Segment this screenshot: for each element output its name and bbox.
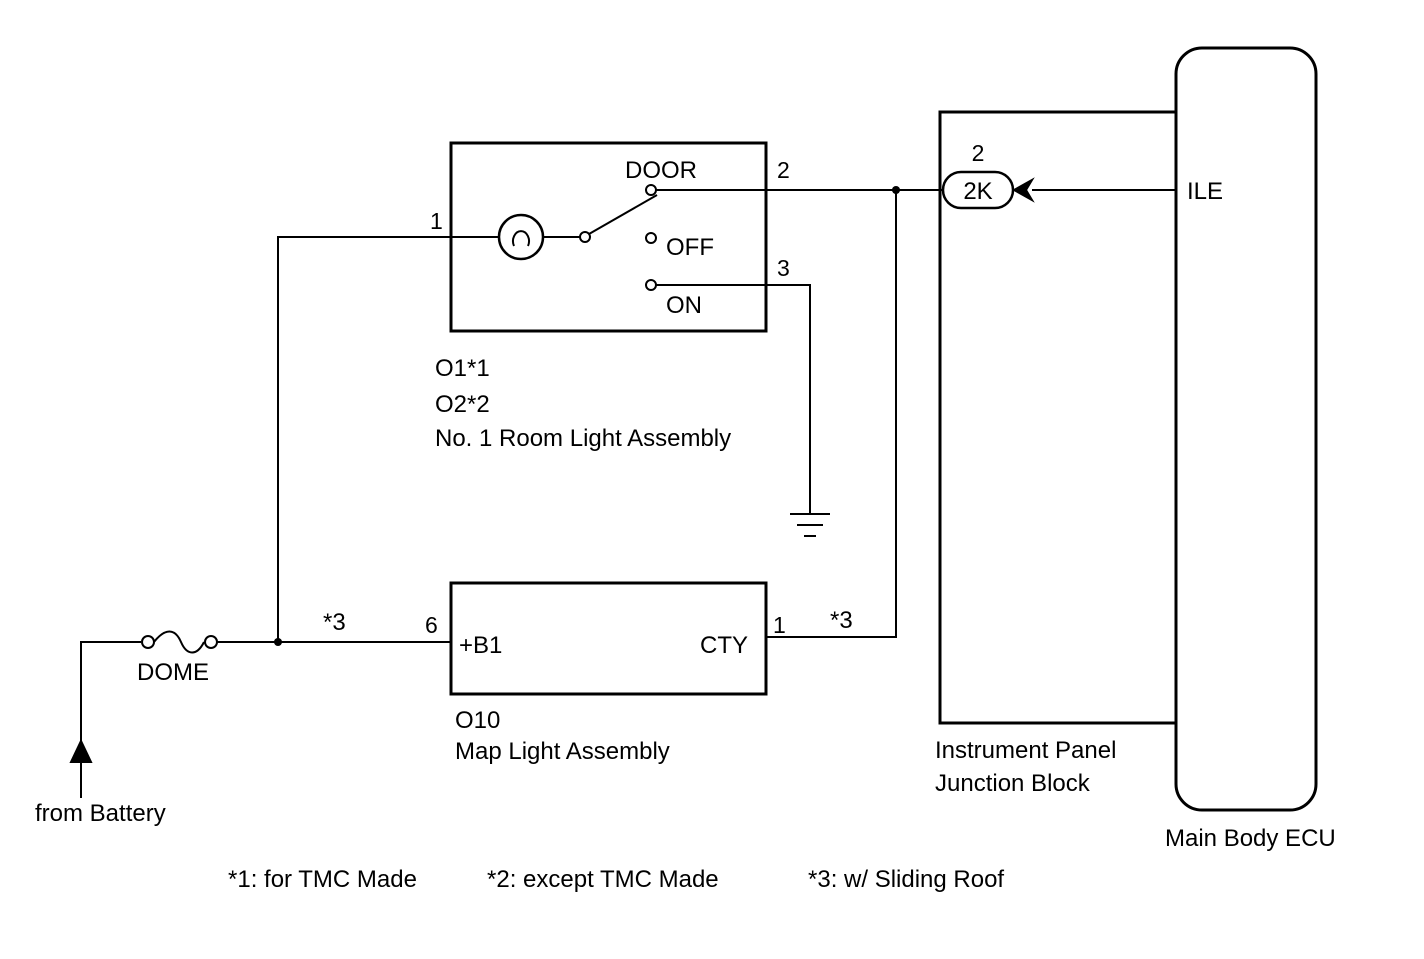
connector-2k-label: 2K <box>963 178 992 205</box>
fuse-contact-right <box>204 635 218 649</box>
ecu-terminal-ile: ILE <box>1187 178 1223 205</box>
fuse-dome-label: DOME <box>137 659 209 686</box>
map-light-code: O10 <box>455 707 500 734</box>
switch-off-contact <box>645 232 657 244</box>
main-body-ecu-box <box>1174 46 1318 812</box>
map-light-name: Map Light Assembly <box>455 738 670 765</box>
wire-note-left: *3 <box>323 609 346 636</box>
lamp-filament-icon <box>512 230 530 247</box>
ecu-name: Main Body ECU <box>1165 825 1336 852</box>
map-light-terminal-b1: +B1 <box>459 632 502 659</box>
footnote-1: *1: for TMC Made <box>228 866 417 893</box>
footnote-2: *2: except TMC Made <box>487 866 719 893</box>
ground-icon <box>790 513 830 537</box>
connector-2k-pin: 2 <box>972 140 985 166</box>
room-light-name: No. 1 Room Light Assembly <box>435 425 731 452</box>
map-light-box <box>449 581 768 696</box>
switch-blade-icon <box>588 194 658 235</box>
wire-on-to-ground <box>656 284 811 513</box>
room-light-pin-2: 2 <box>777 157 790 183</box>
wire-battery-feed <box>80 641 141 750</box>
wire-cty-to-door <box>766 190 897 638</box>
fuse-contact-left <box>141 635 155 649</box>
switch-off-label: OFF <box>666 234 714 261</box>
source-label: from Battery <box>35 800 166 827</box>
switch-door-label: DOOR <box>625 157 697 184</box>
junction-block-name-line2: Junction Block <box>935 770 1091 797</box>
map-light-pin-1: 1 <box>773 612 786 638</box>
ile-arrow-icon <box>1011 177 1176 203</box>
junction-block-box <box>938 110 1176 725</box>
wire-note-right: *3 <box>830 607 853 634</box>
footnote-3: *3: w/ Sliding Roof <box>808 866 1004 893</box>
room-light-code-2: O2*2 <box>435 391 490 418</box>
junction-block-name-line1: Instrument Panel <box>935 737 1116 764</box>
switch-on-contact <box>645 279 657 291</box>
map-light-terminal-cty: CTY <box>700 632 748 659</box>
lamp-bulb-icon <box>497 213 545 261</box>
room-light-code-1: O1*1 <box>435 355 490 382</box>
battery-arrow-icon <box>69 738 93 798</box>
switch-common-contact <box>579 231 591 243</box>
fuse-element-icon <box>153 630 205 654</box>
room-light-pin-1: 1 <box>430 208 443 234</box>
wire-dome-to-lamp <box>277 236 499 642</box>
switch-door-contact <box>645 184 657 196</box>
room-light-pin-3: 3 <box>777 255 790 281</box>
switch-on-label: ON <box>666 292 702 319</box>
map-light-pin-6: 6 <box>425 612 438 638</box>
